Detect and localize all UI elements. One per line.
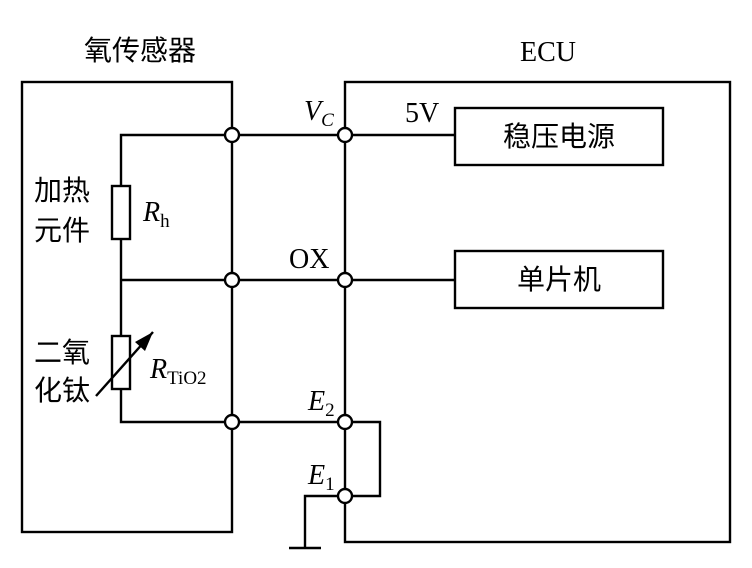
mcu-box	[453, 249, 665, 310]
e2-label: E2	[307, 386, 335, 421]
ox-label: OX	[289, 244, 329, 275]
heater-symbol: Rh	[142, 197, 170, 232]
tio2-bottom-wire	[119, 389, 232, 424]
heater-resistor	[110, 184, 132, 241]
heater-label-line2: 元件	[34, 214, 90, 247]
sensor-terminal-e2	[223, 413, 241, 431]
tio2-label-line1: 二氧	[34, 336, 90, 369]
ground-wire	[303, 494, 345, 548]
voltage-regulator-box	[453, 106, 665, 167]
heater-label-line1: 加热	[34, 174, 90, 207]
oxygen-sensor-title: 氧传感器	[84, 34, 196, 67]
vc-label: VC	[304, 96, 334, 131]
ecu-terminal-vc	[336, 126, 354, 144]
ecu-terminal-e1	[336, 487, 354, 505]
tio2-label-line2: 化钛	[34, 374, 90, 407]
heater-top-wire	[119, 133, 232, 186]
voltage-regulator-label: 稳压电源	[503, 120, 615, 153]
ecu-title: ECU	[520, 37, 576, 68]
tio2-symbol: RTiO2	[149, 354, 207, 389]
e1-label: E1	[307, 460, 335, 495]
ecu-box	[343, 80, 732, 544]
sensor-terminal-vc	[223, 126, 241, 144]
ecu-terminal-ox	[336, 271, 354, 289]
variable-arrowhead	[135, 332, 153, 351]
sensor-terminal-ox	[223, 271, 241, 289]
oxygen-sensor-box	[20, 80, 234, 534]
supply-voltage-label: 5V	[405, 98, 439, 129]
e2-e1-jumper	[345, 420, 382, 498]
ecu-terminal-e2	[336, 413, 354, 431]
mcu-label: 单片机	[517, 263, 601, 296]
